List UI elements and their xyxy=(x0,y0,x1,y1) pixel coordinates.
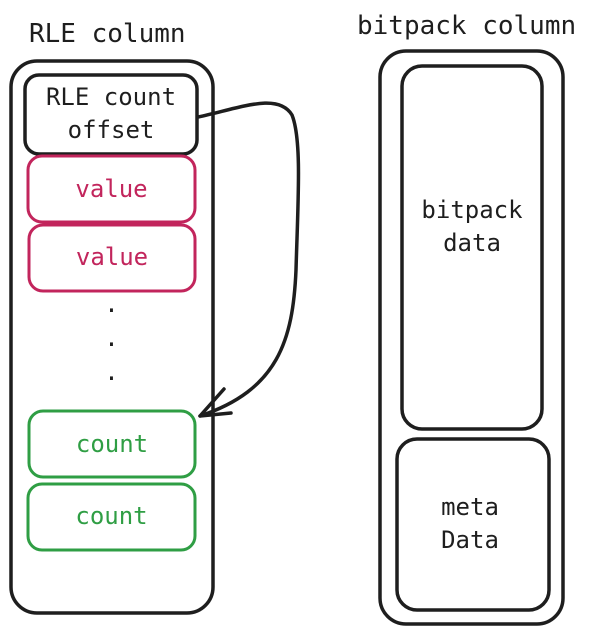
bitpack-data-label: bitpack data xyxy=(421,196,523,257)
value-box xyxy=(27,223,197,293)
ellipsis-dot: . xyxy=(104,290,119,318)
meta-data-box xyxy=(395,437,551,612)
rle-count-offset-box xyxy=(23,73,199,156)
value-label: value xyxy=(75,175,148,203)
rle-column-title: RLE column xyxy=(29,19,186,49)
offset-arrow xyxy=(196,101,301,418)
bitpack-column-container xyxy=(378,49,565,626)
arrow-head xyxy=(198,387,233,418)
bitpack-data-box xyxy=(400,64,544,431)
rle-column-container xyxy=(9,59,215,615)
meta-data-label: meta Data xyxy=(441,493,499,554)
ellipsis-dot: . xyxy=(104,358,119,386)
bitpack-column-title: bitpack column xyxy=(357,11,577,41)
count-box xyxy=(27,409,197,479)
value-label: value xyxy=(75,243,149,271)
count-label: count xyxy=(75,430,149,458)
value-box xyxy=(26,154,197,224)
count-label: count xyxy=(75,502,148,530)
count-box xyxy=(26,482,197,552)
rle-count-offset-label: RLE count offset xyxy=(45,83,177,144)
ellipsis-dot: . xyxy=(104,324,119,352)
